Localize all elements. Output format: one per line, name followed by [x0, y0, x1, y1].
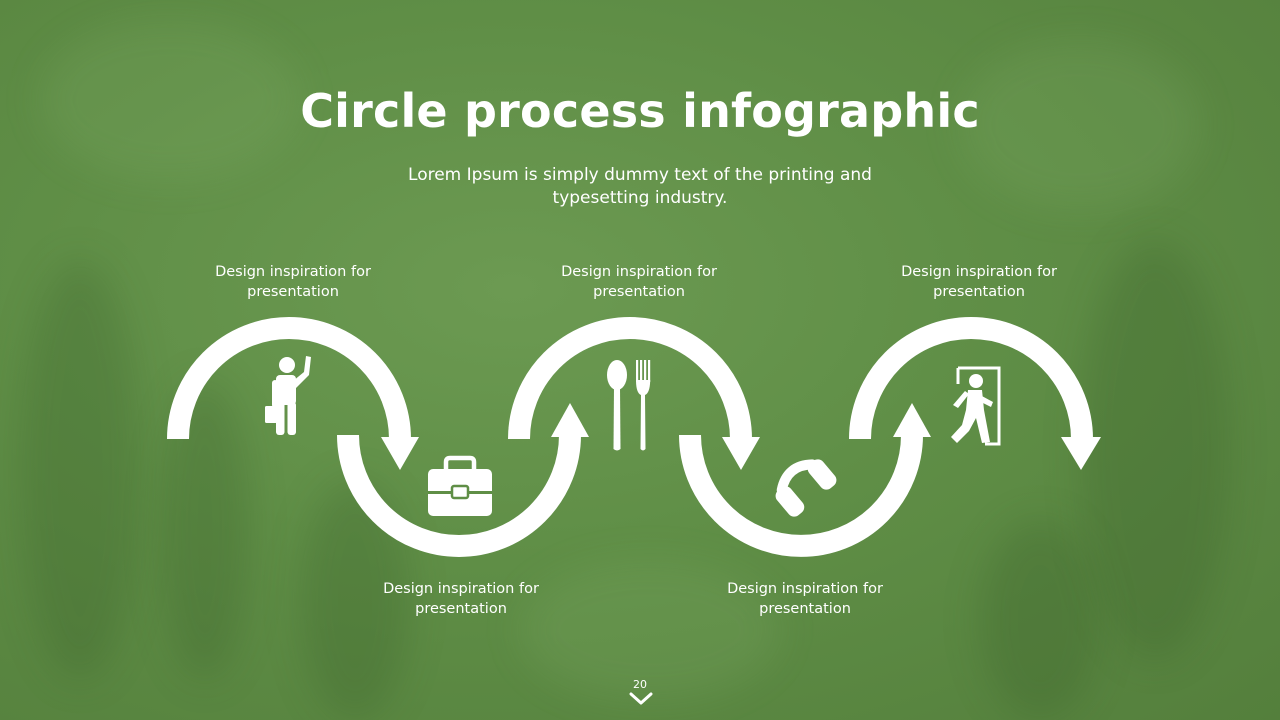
step-label-4: Design inspiration for presentation [727, 581, 883, 617]
step-label-3: Design inspiration for presentation [561, 264, 717, 300]
background-shape [960, 40, 1200, 210]
slide-title: Circle process infographic [300, 84, 980, 138]
arrow-down-1 [381, 437, 419, 470]
step-label-5: Design inspiration for presentation [901, 264, 1057, 300]
chevron-down-icon[interactable] [629, 692, 653, 706]
arrow-up-4 [893, 403, 931, 437]
step-label-2: Design inspiration for presentation [383, 581, 539, 617]
spoon-fork-icon [607, 360, 651, 451]
background-shape [20, 260, 140, 680]
person-briefcase-icon [265, 356, 311, 435]
background-shape [520, 560, 780, 700]
background-shape [40, 20, 300, 180]
arc-3 [508, 317, 752, 440]
arrow-down-3 [722, 437, 760, 470]
page-number: 20 [633, 678, 647, 691]
arc-5 [849, 317, 1093, 440]
arrow-up-2 [551, 403, 589, 437]
person-exit-door-icon [951, 366, 1001, 446]
background-shape [1080, 240, 1230, 660]
briefcase-icon [428, 455, 492, 516]
arc-1 [167, 317, 411, 440]
phone-handset-icon [775, 459, 837, 517]
step-label-1: Design inspiration for presentation [215, 264, 371, 300]
arc-4 [679, 434, 923, 557]
slide-subtitle: Lorem Ipsum is simply dummy text of the … [408, 165, 872, 208]
arc-2 [337, 434, 581, 557]
arrow-down-5 [1061, 437, 1101, 470]
background-shape [980, 520, 1100, 720]
